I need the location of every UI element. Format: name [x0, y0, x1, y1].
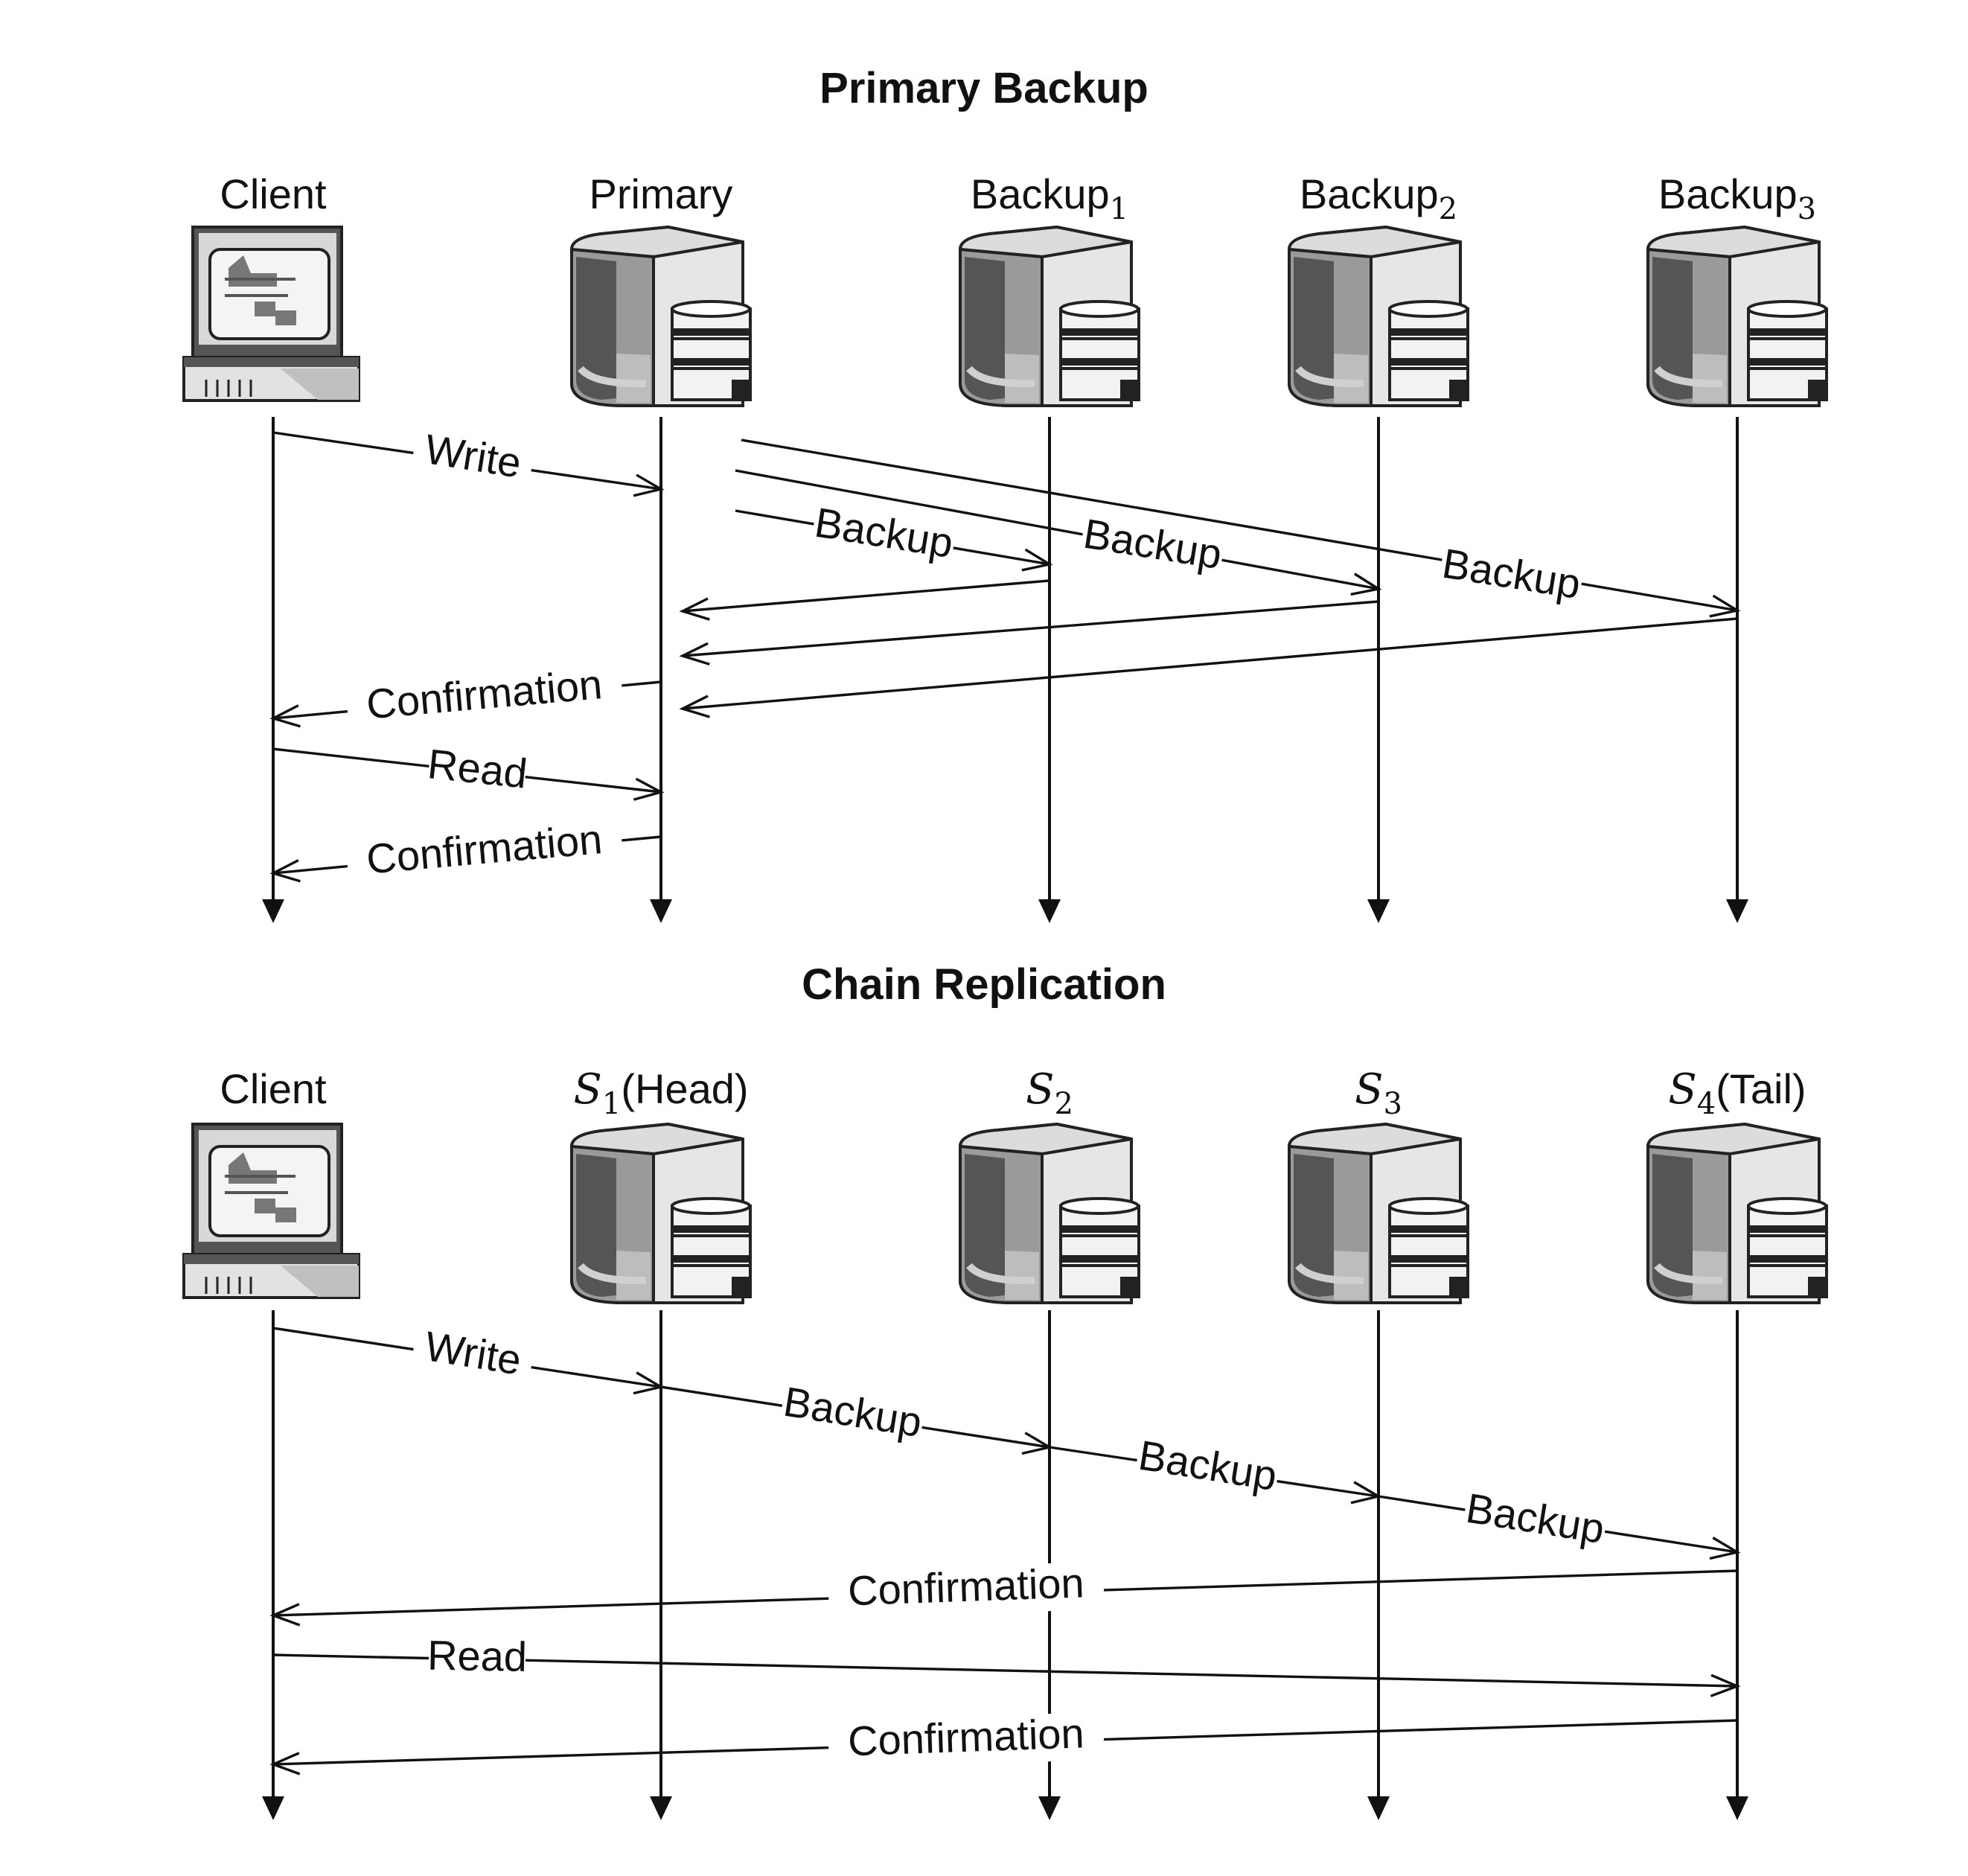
lifeline-end-arrow	[1038, 1796, 1061, 1820]
label-background	[779, 1380, 926, 1450]
lifeline-end-arrow	[1038, 899, 1061, 923]
lifeline-end-arrow	[1367, 1796, 1390, 1820]
arrowhead	[269, 704, 301, 728]
node-label: Backup2	[1300, 170, 1457, 226]
label-background	[1461, 1487, 1608, 1557]
database-server-icon	[572, 227, 750, 406]
message-label: Read	[426, 740, 530, 797]
node-0: Client	[182, 170, 360, 923]
arrowhead	[679, 597, 710, 621]
database-server-icon	[572, 1124, 750, 1303]
label-background	[345, 816, 624, 889]
node-label: S4(Tail)	[1668, 1065, 1806, 1121]
arrowhead	[1350, 572, 1382, 596]
lifeline-end-arrow	[1726, 899, 1748, 923]
message-line	[735, 469, 1379, 590]
message-arrow	[679, 617, 1738, 718]
database-server-icon	[1289, 227, 1468, 406]
arrowhead	[633, 777, 665, 801]
message-arrow	[679, 579, 1050, 621]
label-background	[827, 1711, 1105, 1770]
arrowhead	[679, 695, 710, 718]
panel-title: Primary Backup	[820, 64, 1148, 112]
label-background	[409, 1323, 536, 1390]
lifeline-end-arrow	[262, 1796, 284, 1820]
node-2: S2	[960, 1065, 1139, 1820]
message-arrow: Write	[272, 1322, 665, 1395]
lifeline-end-arrow	[262, 899, 284, 923]
node-1: S1(Head)	[572, 1065, 750, 1820]
message-line	[682, 579, 1050, 613]
database-server-icon	[960, 1124, 1139, 1303]
node-label: S1(Head)	[574, 1065, 749, 1121]
desktop-computer-icon	[182, 1123, 360, 1299]
arrowhead	[1709, 1537, 1741, 1560]
label-background	[810, 501, 957, 571]
arrowhead	[1710, 1674, 1741, 1697]
database-server-icon	[1648, 1124, 1827, 1303]
lifeline-end-arrow	[650, 899, 672, 923]
database-server-icon	[1648, 227, 1827, 406]
node-label: Client	[220, 170, 327, 217]
message-line	[682, 617, 1738, 710]
message-arrow: Backup	[1378, 1484, 1741, 1560]
node-label: S2	[1026, 1065, 1073, 1121]
message-arrow: Confirmation	[269, 1709, 1738, 1776]
arrowhead	[269, 1752, 301, 1776]
label-background	[827, 1561, 1105, 1619]
database-server-icon	[960, 227, 1139, 406]
message-arrow: Confirmation	[269, 1559, 1738, 1627]
message-arrow: Backup	[735, 469, 1382, 596]
label-background	[1134, 1434, 1281, 1504]
label-background	[409, 426, 536, 493]
message-label: Read	[427, 1632, 528, 1680]
node-2: Backup1	[960, 170, 1139, 923]
lifeline-end-arrow	[650, 1796, 672, 1820]
node-label: S3	[1355, 1065, 1402, 1121]
label-background	[1437, 542, 1585, 612]
database-server-icon	[1289, 1124, 1468, 1303]
message-arrow: Read	[272, 1632, 1741, 1697]
message-arrow: Backup	[1049, 1432, 1382, 1505]
node-label: Primary	[590, 170, 733, 217]
lifeline-end-arrow	[1726, 1796, 1748, 1820]
desktop-computer-icon	[182, 226, 360, 402]
panel-title: Chain Replication	[802, 960, 1166, 1009]
message-label: Confirmation	[847, 1559, 1084, 1614]
node-label: Backup1	[971, 170, 1128, 226]
node-4: Backup3	[1648, 170, 1827, 923]
node-4: S4(Tail)	[1648, 1065, 1827, 1820]
label-background	[426, 743, 528, 801]
message-arrow: Write	[272, 425, 665, 497]
arrowhead	[1021, 548, 1053, 572]
node-label: Client	[220, 1065, 327, 1112]
node-label: Backup3	[1658, 170, 1816, 226]
lifeline-end-arrow	[1367, 899, 1390, 923]
message-arrow: Backup	[660, 1378, 1053, 1455]
node-3: S3	[1289, 1065, 1468, 1820]
arrowhead	[1709, 594, 1741, 618]
message-line	[682, 600, 1379, 657]
node-3: Backup2	[1289, 170, 1468, 923]
arrowhead	[633, 473, 665, 497]
label-background	[428, 1634, 526, 1685]
label-background	[1079, 512, 1226, 582]
message-arrow	[679, 600, 1379, 666]
message-arrow: Confirmation	[269, 660, 662, 734]
arrowhead	[269, 859, 301, 883]
message-arrow: Confirmation	[269, 815, 662, 889]
node-1: Primary	[572, 170, 750, 923]
message-arrow: Backup	[735, 499, 1053, 572]
label-background	[345, 661, 624, 734]
arrowhead	[269, 1603, 301, 1627]
message-arrow: Read	[272, 740, 665, 801]
message-label: Confirmation	[847, 1709, 1084, 1764]
node-0: Client	[182, 1065, 360, 1820]
arrowhead	[679, 642, 710, 666]
